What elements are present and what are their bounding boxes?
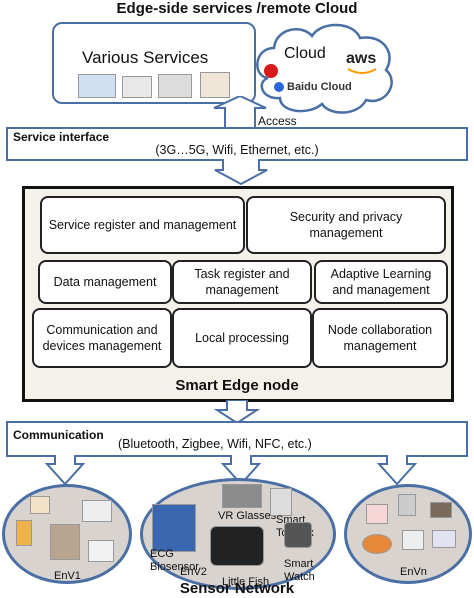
communication-detail: (Bluetooth, Zigbee, Wifi, NFC, etc.) xyxy=(118,437,312,451)
various-services-panel: Various Services xyxy=(52,22,256,104)
smart-toolbox-image xyxy=(270,488,292,516)
device-image xyxy=(366,504,388,524)
service-screenshot-image xyxy=(78,74,116,98)
service-interface-detail: (3G…5G, Wifi, Ethernet, etc.) xyxy=(155,143,319,157)
device-image xyxy=(432,530,456,548)
access-arrow xyxy=(213,96,267,130)
device-image xyxy=(362,534,392,554)
top-title: Edge-side services /remote Cloud xyxy=(116,0,358,17)
module-local-processing: Local processing xyxy=(172,308,312,368)
smart-watch-label: Smart Watch xyxy=(284,558,315,584)
ecg-biosensor-label: ECG Biosensor xyxy=(150,548,199,574)
smart-watch-image xyxy=(284,522,312,548)
module-security-privacy: Security and privacy management xyxy=(246,196,446,254)
baidu-cloud-label: Baidu Cloud xyxy=(287,81,352,93)
bottom-title: Sensor Network xyxy=(179,580,295,597)
module-task-register: Task register and management xyxy=(172,260,312,304)
service-interface-band xyxy=(6,127,468,186)
little-fish-label: Little Fish xyxy=(222,576,270,588)
node-to-communication-arrow xyxy=(213,400,261,424)
cloud-shape xyxy=(256,23,393,114)
service-interface-title: Service interface xyxy=(13,130,110,144)
vr-glasses-image xyxy=(222,484,262,508)
service-screenshot-image xyxy=(158,74,192,98)
device-image xyxy=(50,524,80,560)
vr-glasses-label: VR Glasses xyxy=(218,510,277,522)
device-image xyxy=(82,500,112,522)
communication-title: Communication xyxy=(13,428,104,442)
module-communication-devices: Communication and devices management xyxy=(32,308,172,368)
various-services-label: Various Services xyxy=(82,48,209,67)
baidu-logo-icon xyxy=(274,82,284,92)
cloud-label: Cloud xyxy=(284,45,326,62)
module-service-register: Service register and management xyxy=(40,196,245,254)
huawei-logo-icon xyxy=(264,64,278,78)
smart-edge-node-title: Smart Edge node xyxy=(175,377,299,394)
module-data-management: Data management xyxy=(38,260,172,304)
little-fish-image xyxy=(210,526,264,566)
aws-smile-icon xyxy=(347,68,377,74)
device-image xyxy=(402,530,424,550)
device-image xyxy=(398,494,416,516)
device-image xyxy=(430,502,452,518)
envn-label: EnVn xyxy=(400,566,427,578)
device-image xyxy=(16,520,32,546)
aws-logo: aws xyxy=(346,50,377,67)
service-screenshot-image xyxy=(200,72,230,98)
device-image xyxy=(88,540,114,562)
env2-label: EnV2 xyxy=(180,566,207,578)
module-adaptive-learning: Adaptive Learning and management xyxy=(314,260,448,304)
ecg-biosensor-image xyxy=(152,504,196,552)
module-node-collaboration: Node collaboration management xyxy=(312,308,448,368)
device-image xyxy=(30,496,50,514)
service-screenshot-image xyxy=(122,76,152,98)
env1-label: EnV1 xyxy=(54,570,81,582)
communication-band xyxy=(6,421,468,486)
access-label: Access xyxy=(258,114,297,128)
